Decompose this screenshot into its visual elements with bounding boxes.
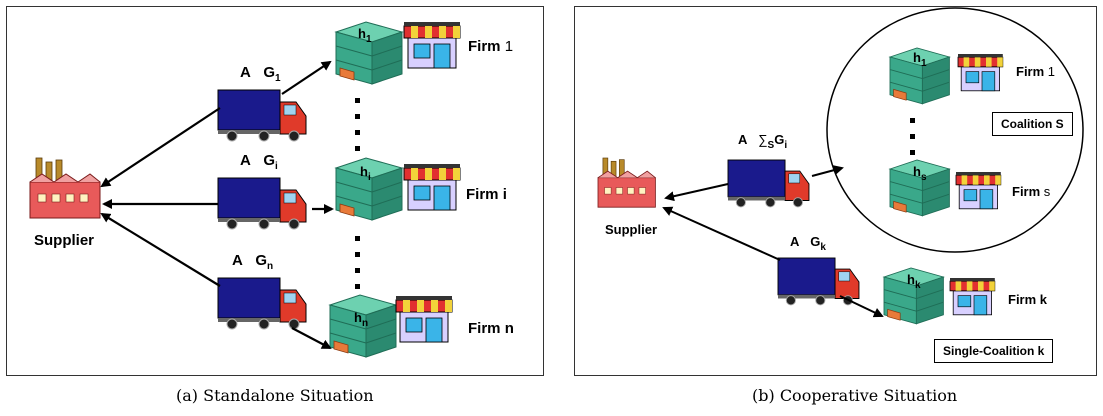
coalition-firm-1-h-label: h1 xyxy=(913,50,927,69)
store-k-icon xyxy=(949,277,996,316)
cooperative-panel xyxy=(574,6,1097,376)
arrow-truckk-to-firmk xyxy=(839,295,884,318)
firm-k-label: Firm k xyxy=(1008,292,1048,307)
single-coalition-k-box: Single-Coalition k xyxy=(934,339,1054,363)
truck-1-label: A G1 xyxy=(240,64,281,84)
store-coalition-1-icon xyxy=(957,53,1004,92)
ellipsis-dots-bottom xyxy=(355,236,361,300)
truck-i-label: A Gi xyxy=(240,152,278,172)
coalition-firm-1-label: Firm 1 xyxy=(1016,64,1056,79)
firm-1-label: Firm 1 xyxy=(468,38,514,55)
firm-n-label: Firm n xyxy=(468,320,514,337)
coalition-firm-s-h-label: hs xyxy=(913,164,927,183)
truck-k-icon xyxy=(777,257,860,306)
firm-k-h-label: hk xyxy=(907,272,921,291)
arrow-truckk-to-supplier xyxy=(662,206,781,261)
arrow-coalition-truck-to-coalition xyxy=(811,165,844,177)
firm-i-h-label: hi xyxy=(360,164,371,183)
supplier-factory-icon-b xyxy=(597,157,656,208)
arrow-truck1-to-firm1 xyxy=(281,60,332,95)
truck-k-label: A Gk xyxy=(790,234,826,253)
arrow-truck1-to-supplier xyxy=(100,107,221,188)
firm-1-h-label: h1 xyxy=(358,26,372,45)
firm-i-label: Firm i xyxy=(466,186,507,203)
firm-n-h-label: hn xyxy=(354,310,369,329)
store-coalition-s-icon xyxy=(955,171,1002,210)
coalition-firm-s-label: Firm s xyxy=(1012,184,1051,199)
supplier-label: Supplier xyxy=(34,232,95,249)
arrow-truckn-to-supplier xyxy=(100,212,221,287)
ellipsis-dots-coalition xyxy=(910,118,916,166)
caption-cooperative: (b) Cooperative Situation xyxy=(752,386,958,405)
arrow-coalition-truck-to-supplier xyxy=(664,183,729,202)
arrow-truckn-to-firmn xyxy=(291,327,332,349)
caption-standalone: (a) Standalone Situation xyxy=(176,386,374,405)
coalition-circle xyxy=(826,7,1084,253)
ellipsis-dots-top xyxy=(355,98,361,162)
supplier-label-b: Supplier xyxy=(605,222,658,237)
truck-coalition-icon xyxy=(727,159,810,208)
coalition-s-box: Coalition S xyxy=(992,112,1073,136)
truck-n-label: A Gn xyxy=(232,252,274,272)
coalition-truck-label: A ∑SGi xyxy=(738,132,788,151)
